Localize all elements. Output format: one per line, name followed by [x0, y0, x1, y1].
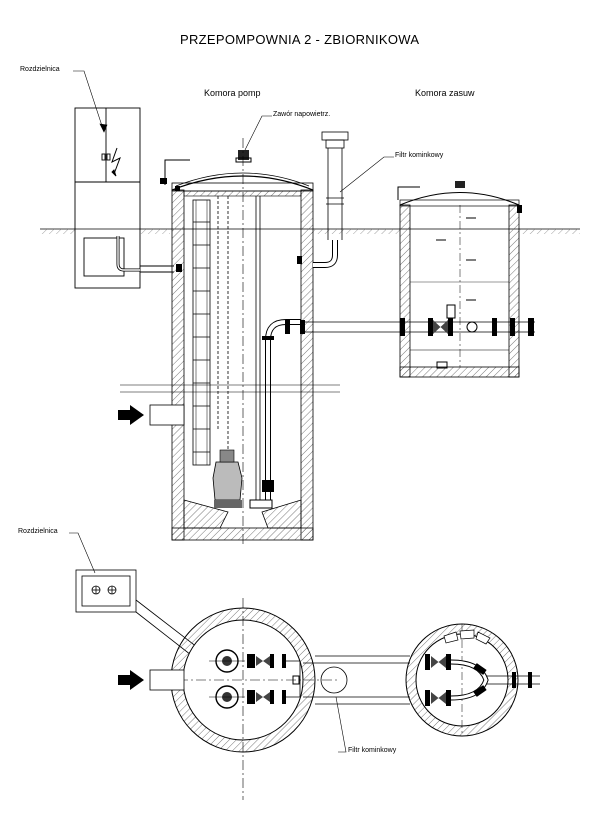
connecting-pipe-plan — [303, 655, 410, 705]
leader-lines — [69, 70, 394, 753]
label-rozdzielnica-top: Rozdzielnica — [20, 66, 60, 73]
valve-chamber-elevation — [397, 181, 535, 378]
valve-chamber-plan — [405, 623, 540, 737]
label-filtr-bottom: Filtr kominkowy — [348, 747, 397, 754]
label-komora-pomp: Komora pomp — [204, 88, 261, 98]
label-komora-zasuw: Komora zasuw — [415, 88, 475, 98]
drawing-title: PRZEPOMPOWNIA 2 - ZBIORNIKOWA — [180, 32, 420, 47]
label-zawor-napowietrz: Zawór napowietrz. — [273, 111, 331, 118]
label-filtr-top: Filtr kominkowy — [395, 152, 444, 159]
pump-chamber-elevation — [118, 138, 406, 545]
chimney-filter-elevation — [313, 131, 349, 268]
pump-chamber-plan — [118, 598, 340, 800]
label-rozdzielnica-bottom: Rozdzielnica — [18, 528, 58, 535]
distribution-box-elevation — [74, 107, 174, 289]
